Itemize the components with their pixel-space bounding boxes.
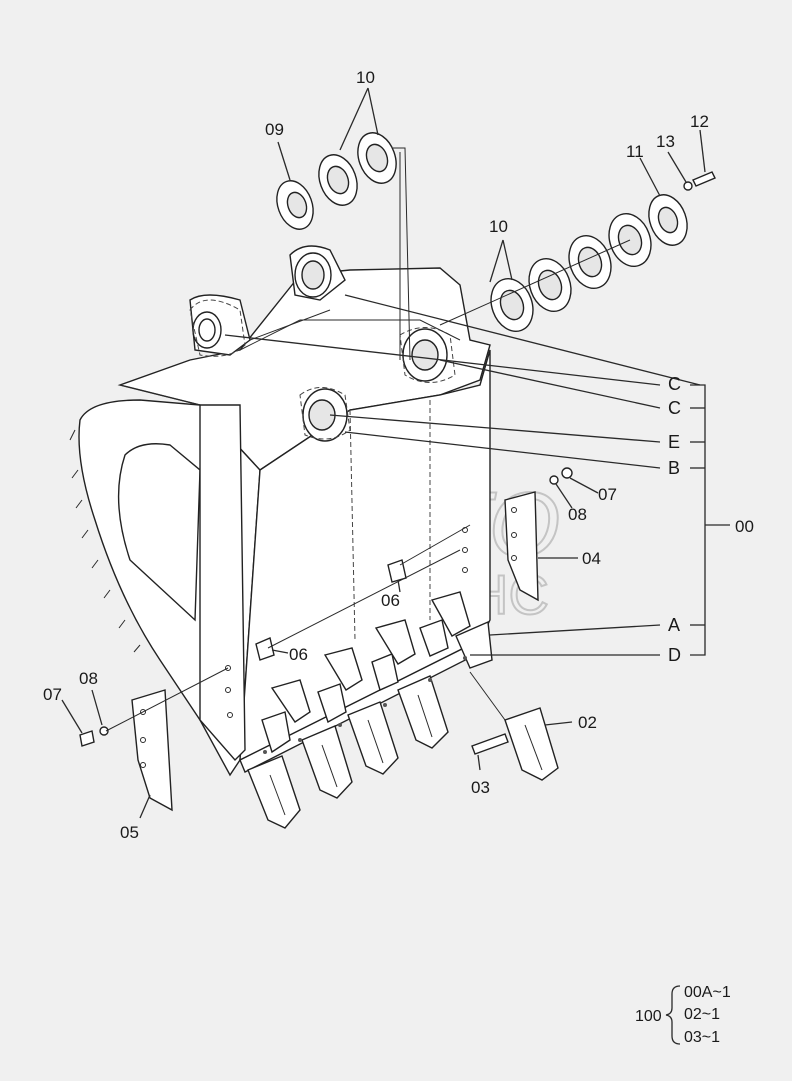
tooth-4 — [323, 647, 449, 749]
label-part-12: 12 — [690, 112, 709, 131]
tooth-1 — [247, 711, 301, 829]
part-03-pin — [471, 733, 509, 755]
label-part-09: 09 — [265, 120, 284, 139]
label-part-10-right: 10 — [489, 217, 508, 236]
label-part-03: 03 — [471, 778, 490, 797]
part-13-washer — [683, 181, 693, 191]
side-cutter-left — [131, 689, 173, 812]
tooth-3 — [317, 683, 399, 775]
label-letter-e: E — [668, 432, 680, 452]
bucket-teeth — [247, 591, 493, 829]
label-part-11: 11 — [626, 142, 644, 161]
kit-table: 100 00A~1 02~1 03~1 — [635, 984, 731, 1046]
label-part-05: 05 — [120, 823, 139, 842]
label-letter-c-1: C — [668, 374, 681, 394]
label-part-04: 04 — [582, 549, 601, 568]
label-part-06-upper: 06 — [381, 591, 400, 610]
kit-code: 100 — [635, 1008, 662, 1025]
kit-item-2: 02~1 — [684, 1006, 720, 1023]
label-part-08-right: 08 — [568, 505, 587, 524]
part-09-plate — [276, 180, 314, 230]
kit-item-3: 03~1 — [684, 1029, 720, 1046]
part-07-08-right — [549, 467, 573, 485]
label-letter-b: B — [668, 458, 680, 478]
label-part-07-left: 07 — [43, 685, 62, 704]
part-02-tooth-tip — [504, 707, 559, 781]
label-letter-c-2: C — [668, 398, 681, 418]
bucket-body — [69, 245, 491, 777]
label-part-02: 02 — [578, 713, 597, 732]
part-07-08-left — [79, 726, 109, 747]
part-10-shims-upper — [318, 132, 397, 206]
label-part-08-left: 08 — [79, 669, 98, 688]
tooth-2 — [270, 679, 353, 799]
label-letter-d: D — [668, 645, 681, 665]
label-part-06-lower: 06 — [289, 645, 308, 664]
label-part-00: 00 — [735, 517, 754, 536]
side-cutter-right — [504, 491, 539, 602]
label-part-07-right: 07 — [598, 485, 617, 504]
label-part-13: 13 — [656, 132, 675, 151]
kit-item-1: 00A~1 — [684, 984, 731, 1001]
part-12-bolt — [692, 171, 716, 187]
part-labels: 10 09 12 13 11 10 C C E B 07 08 00 04 06… — [43, 68, 754, 842]
part-06-bolt-lower — [255, 637, 275, 661]
label-part-10-upper: 10 — [356, 68, 375, 87]
leader-lines — [61, 87, 730, 819]
adapter-bolts — [263, 656, 467, 754]
label-letter-a: A — [668, 615, 680, 635]
